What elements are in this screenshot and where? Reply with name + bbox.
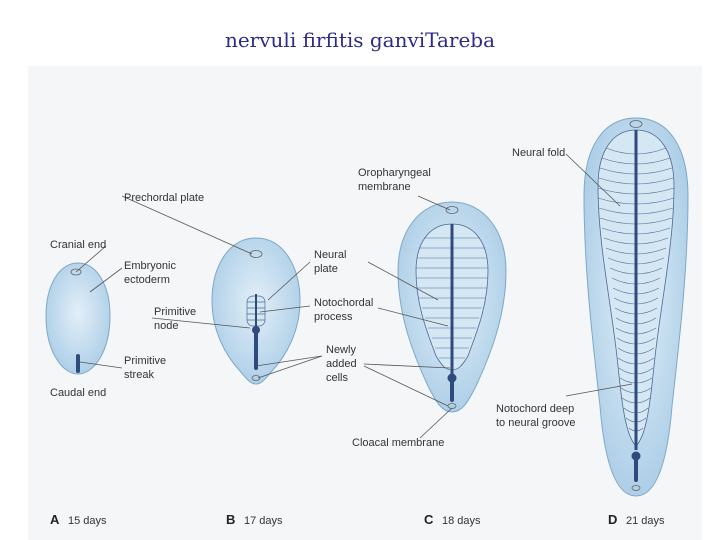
stage-a-days: 15 days — [68, 515, 107, 527]
label-newly-added-2: added — [326, 358, 357, 370]
label-primitive-node-1: Primitive — [154, 306, 196, 318]
label-oropharyngeal-1: Oropharyngeal — [358, 167, 431, 179]
stage-b-days: 17 days — [244, 515, 283, 527]
embryo-stage-d — [583, 117, 689, 497]
label-neural-plate-2: plate — [314, 263, 338, 275]
stage-d-days: 21 days — [626, 515, 665, 527]
prechordal-plate-a — [70, 268, 82, 276]
label-cranial-end: Cranial end — [50, 239, 106, 251]
label-newly-added-1: Newly — [326, 344, 356, 356]
label-embryonic-ectoderm-1: Embryonic — [124, 260, 176, 272]
stage-d-letter: D — [608, 512, 617, 527]
label-embryonic-ectoderm-2: ectoderm — [124, 274, 170, 286]
stage-b-letter: B — [226, 512, 235, 527]
label-prechordal-plate: Prechordal plate — [124, 192, 204, 204]
label-neural-plate-1: Neural — [314, 249, 346, 261]
stage-c-days: 18 days — [442, 515, 481, 527]
leader-lines — [75, 153, 633, 439]
label-notochord-deep-2: to neural groove — [496, 417, 576, 429]
label-primitive-streak-1: Primitive — [124, 355, 166, 367]
embryo-stage-c — [397, 201, 507, 413]
label-caudal-end: Caudal end — [50, 387, 106, 399]
label-newly-added-3: cells — [326, 372, 349, 384]
label-neural-fold: Neural fold — [512, 147, 565, 159]
embryo-diagram: Cranial end Caudal end Prechordal plate … — [45, 117, 689, 527]
stage-a-letter: A — [50, 512, 60, 527]
label-cloacal-membrane: Cloacal membrane — [352, 437, 444, 449]
stage-c-letter: C — [424, 512, 434, 527]
label-notochordal-process-2: process — [314, 311, 353, 323]
label-notochordal-process-1: Notochordal — [314, 297, 373, 309]
label-oropharyngeal-2: membrane — [358, 181, 411, 193]
label-notochord-deep-1: Notochord deep — [496, 403, 574, 415]
embryo-stage-b — [211, 237, 301, 385]
embryo-stage-a — [45, 262, 111, 375]
label-primitive-streak-2: streak — [124, 369, 154, 381]
label-primitive-node-2: node — [154, 320, 178, 332]
neural-tube-development-figure: Cranial end Caudal end Prechordal plate … — [28, 66, 702, 540]
page-title: nervuli firfitis ganviTareba — [224, 28, 496, 52]
